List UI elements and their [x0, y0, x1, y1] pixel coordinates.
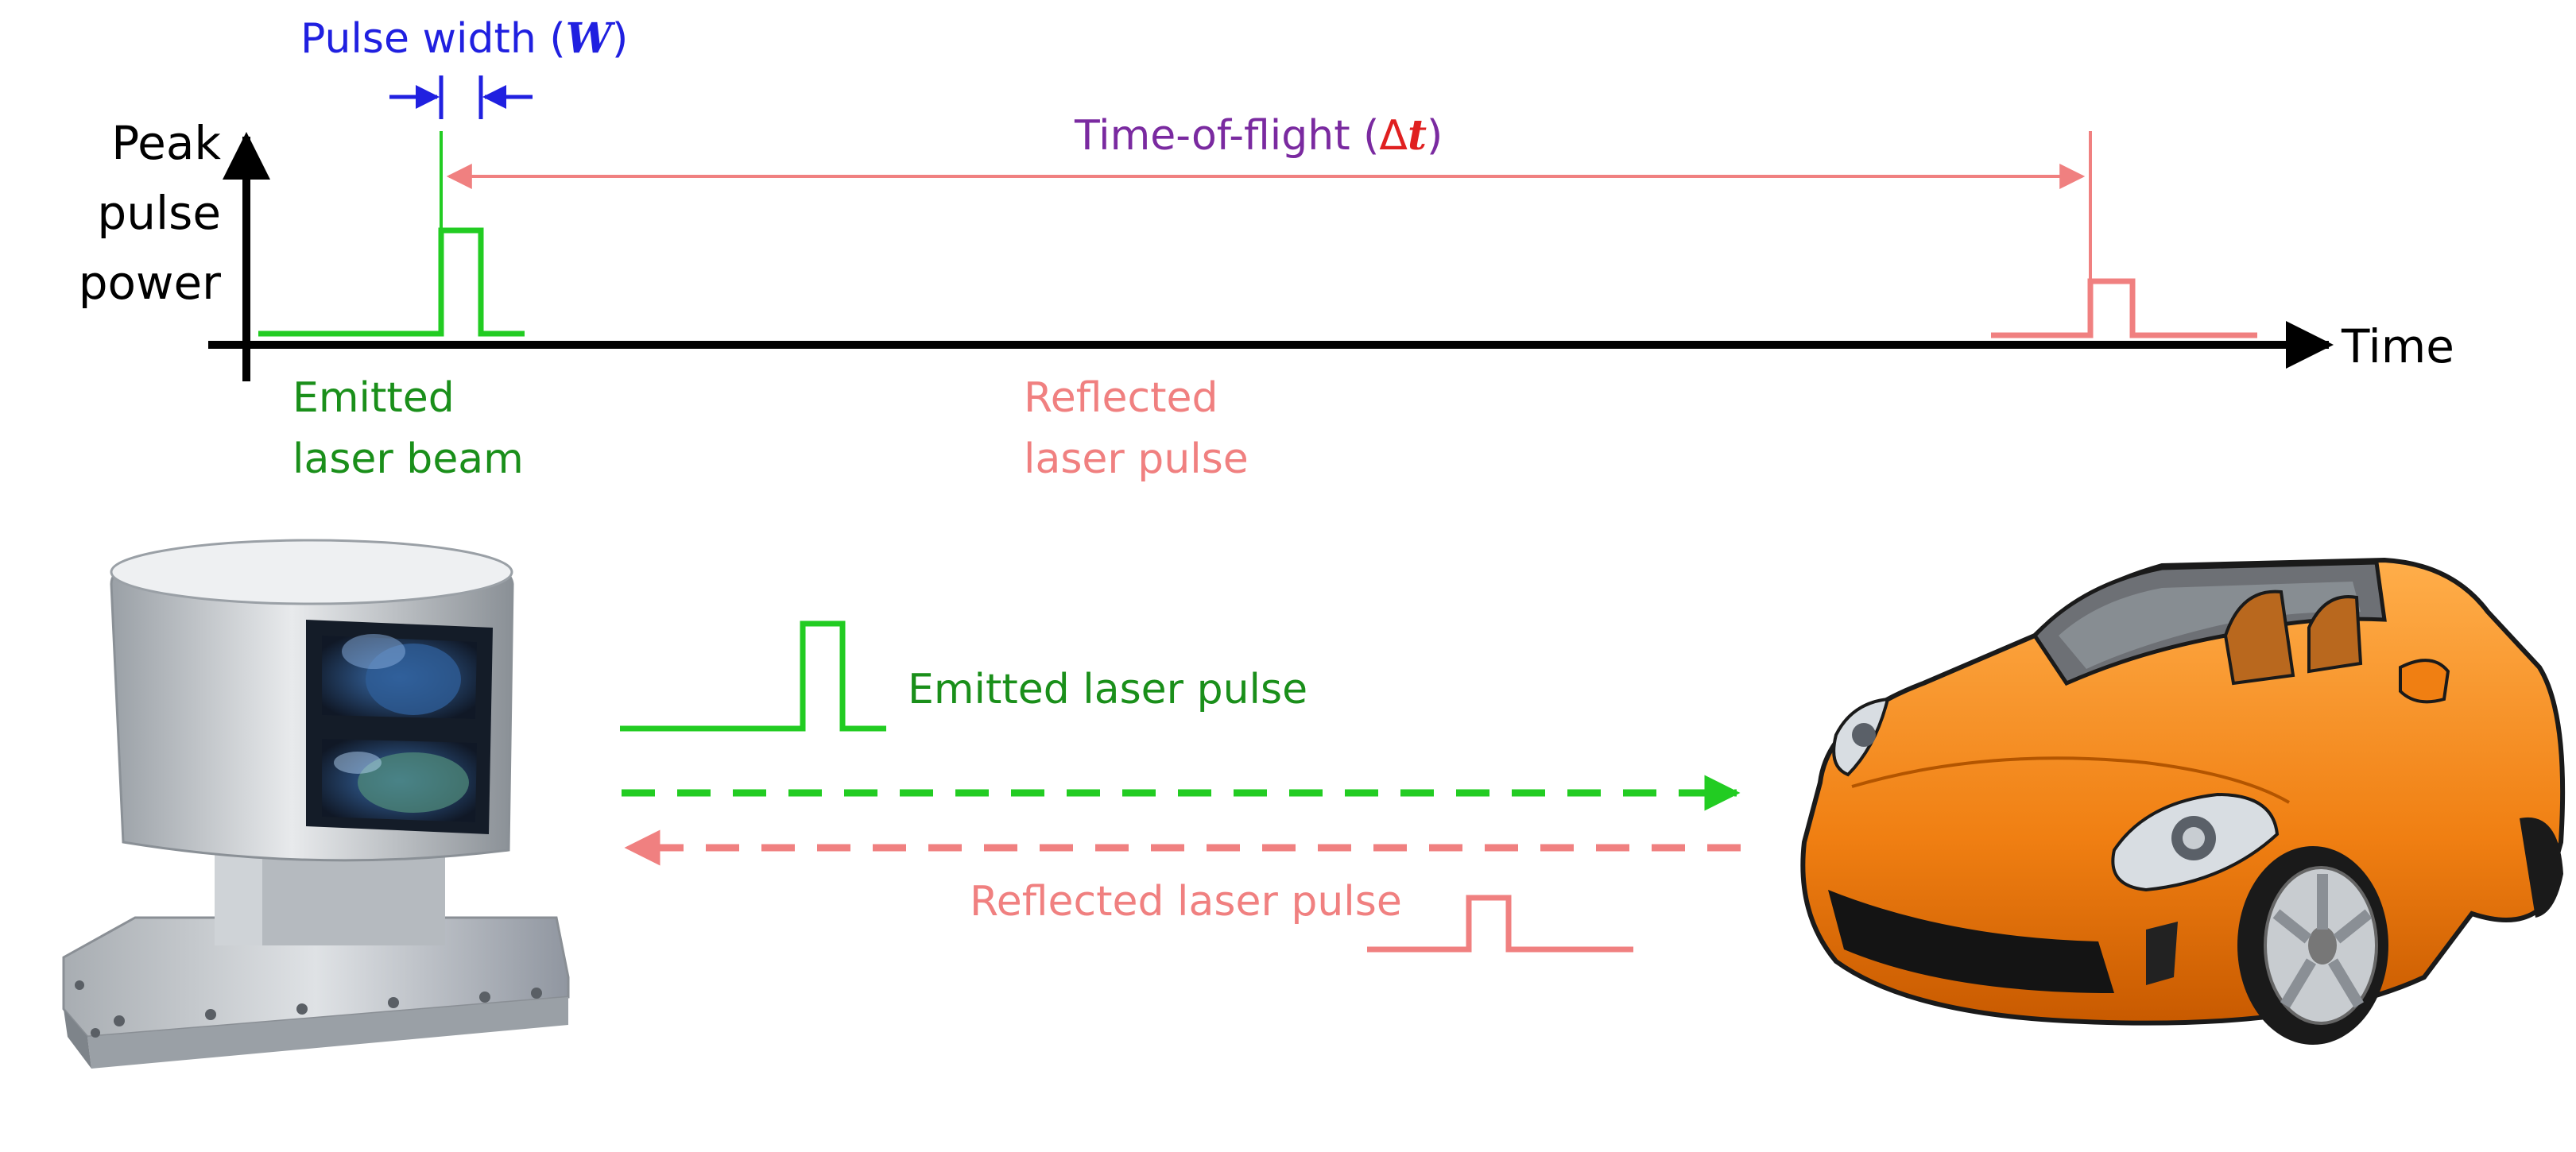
time-of-flight-label: Time-of-flight (Δt)	[1074, 111, 1443, 160]
emitted-beam-label-line2: laser beam	[292, 435, 524, 483]
y-axis-label-line1: Peak	[111, 116, 221, 170]
reflected-pulse-label-line1: Reflected	[1024, 374, 1218, 422]
y-axis-label-line2: pulse	[97, 186, 221, 240]
lidar-sensor-icon	[62, 539, 570, 1069]
reflected-pulse-label-line2: laser pulse	[1024, 435, 1249, 483]
scene-emitted-pulse	[620, 620, 886, 732]
emitted-beam-label-line1: Emitted	[292, 374, 455, 422]
orange-convertible-car-icon	[1800, 557, 2566, 1045]
emitted-pulse-waveform	[258, 227, 525, 337]
scene-emitted-pulse-label: Emitted laser pulse	[908, 666, 1307, 713]
pulse-width-label: Pulse width (W)	[300, 14, 628, 63]
y-axis-label-line3: power	[79, 256, 221, 310]
reflected-pulse-waveform	[1991, 278, 2257, 338]
scene-reflected-pulse-label: Reflected laser pulse	[970, 878, 1402, 926]
scene-reflected-pulse	[1367, 895, 1633, 953]
x-axis-label: Time	[2341, 319, 2454, 373]
